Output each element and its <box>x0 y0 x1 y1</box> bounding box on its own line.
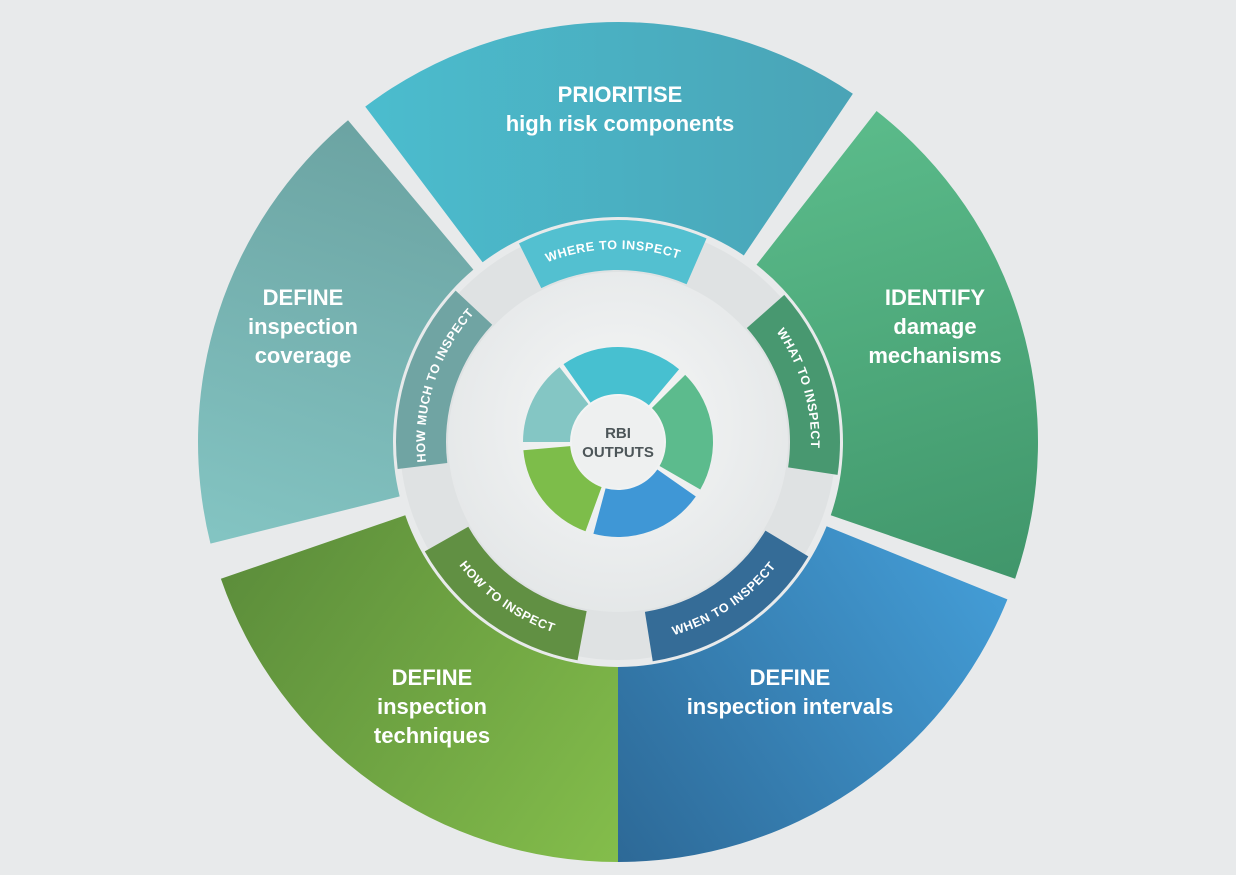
segment-text-howmuch: coverage <box>255 343 352 368</box>
ring-band-where <box>518 220 707 289</box>
segment-how <box>220 515 618 862</box>
segment-title-when: DEFINE <box>750 665 831 690</box>
cog-segment <box>523 446 602 532</box>
center-label-line2: OUTPUTS <box>582 444 654 461</box>
ring-band-how <box>424 526 587 661</box>
segment-title-howmuch: DEFINE <box>263 285 344 310</box>
cog-segment <box>651 374 714 490</box>
center-hub <box>572 396 664 488</box>
cog-segment <box>563 347 680 406</box>
center-label-line1: RBI <box>605 425 631 442</box>
segment-title-what: IDENTIFY <box>885 285 986 310</box>
segment-text-where: high risk components <box>506 111 735 136</box>
ring-band-when <box>644 530 809 662</box>
segment-text-when: inspection intervals <box>687 694 894 719</box>
segment-howmuch <box>198 120 474 544</box>
segment-where <box>365 22 853 263</box>
segment-title-where: PRIORITISE <box>558 82 683 107</box>
segment-when <box>618 526 1008 862</box>
segment-text-how: techniques <box>374 723 490 748</box>
segment-what <box>756 111 1038 579</box>
segment-text-what: damage <box>893 314 976 339</box>
segment-text-howmuch: inspection <box>248 314 358 339</box>
segment-title-how: DEFINE <box>392 665 473 690</box>
segment-text-how: inspection <box>377 694 487 719</box>
cog-segment <box>523 367 589 442</box>
segment-text-what: mechanisms <box>868 343 1001 368</box>
ring-band-what <box>746 294 840 475</box>
ring-band-howmuch <box>396 290 493 470</box>
cog-segment <box>593 469 696 537</box>
